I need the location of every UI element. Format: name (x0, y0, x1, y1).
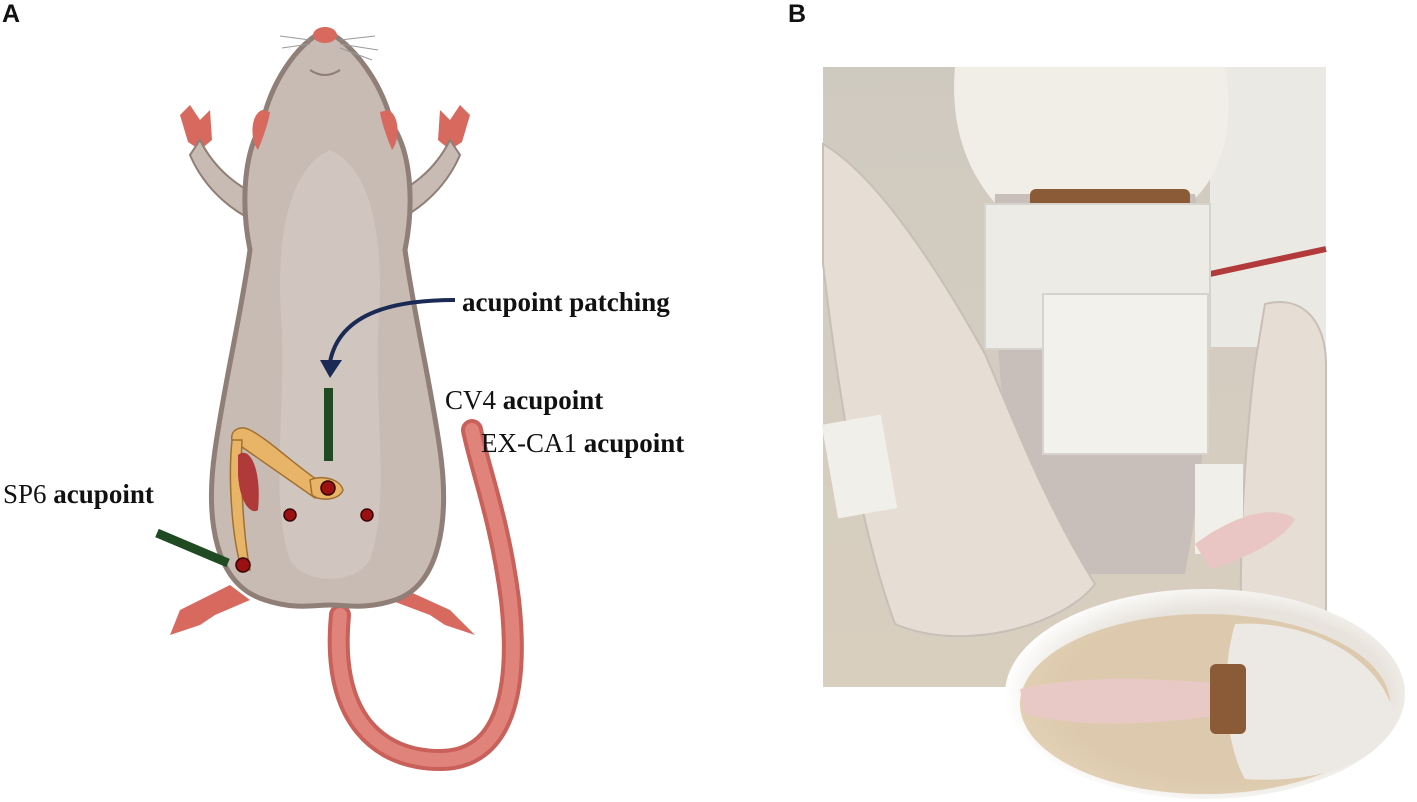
tape-patch-center (1042, 293, 1209, 455)
panel-b-letter: B (788, 0, 807, 28)
inset-band (1210, 664, 1246, 734)
label-sp6: SP6 acupoint (3, 479, 154, 509)
panel-a-letter: A (2, 0, 21, 28)
inset-fur (1226, 623, 1395, 780)
rat-diagram (155, 27, 524, 772)
right-front-paw (438, 105, 470, 150)
strap-left (821, 414, 898, 519)
acupoint-exca1-right-dot (360, 508, 374, 522)
rat-foot (1195, 512, 1295, 569)
label-acupoint-patching: acupoint patching (462, 287, 670, 317)
left-hind-foot (170, 585, 250, 635)
rat-nose (313, 27, 337, 43)
left-front-paw (180, 105, 212, 150)
right-hind-foot (390, 585, 475, 635)
sp6-marker (155, 528, 230, 568)
right-ear (380, 110, 398, 150)
label-cv4: CV4 acupoint (445, 385, 604, 415)
leg-skeleton-femur (231, 427, 327, 500)
rat-fur (954, 67, 1229, 214)
label-ex-ca1: EX-CA1 acupoint (481, 428, 685, 458)
patching-marker (324, 388, 333, 461)
acupoint-sp6-dot (235, 557, 251, 573)
rat-photograph (821, 67, 1405, 799)
acupoint-exca1-left-dot (283, 508, 297, 522)
acupoint-cv4-dot (320, 480, 336, 496)
inset-leg (1020, 679, 1230, 724)
left-ear (252, 110, 270, 150)
knit-sleeve (1210, 67, 1326, 347)
patching-arrow (328, 298, 456, 363)
leg-muscle (238, 452, 259, 512)
acupoints (235, 480, 374, 573)
